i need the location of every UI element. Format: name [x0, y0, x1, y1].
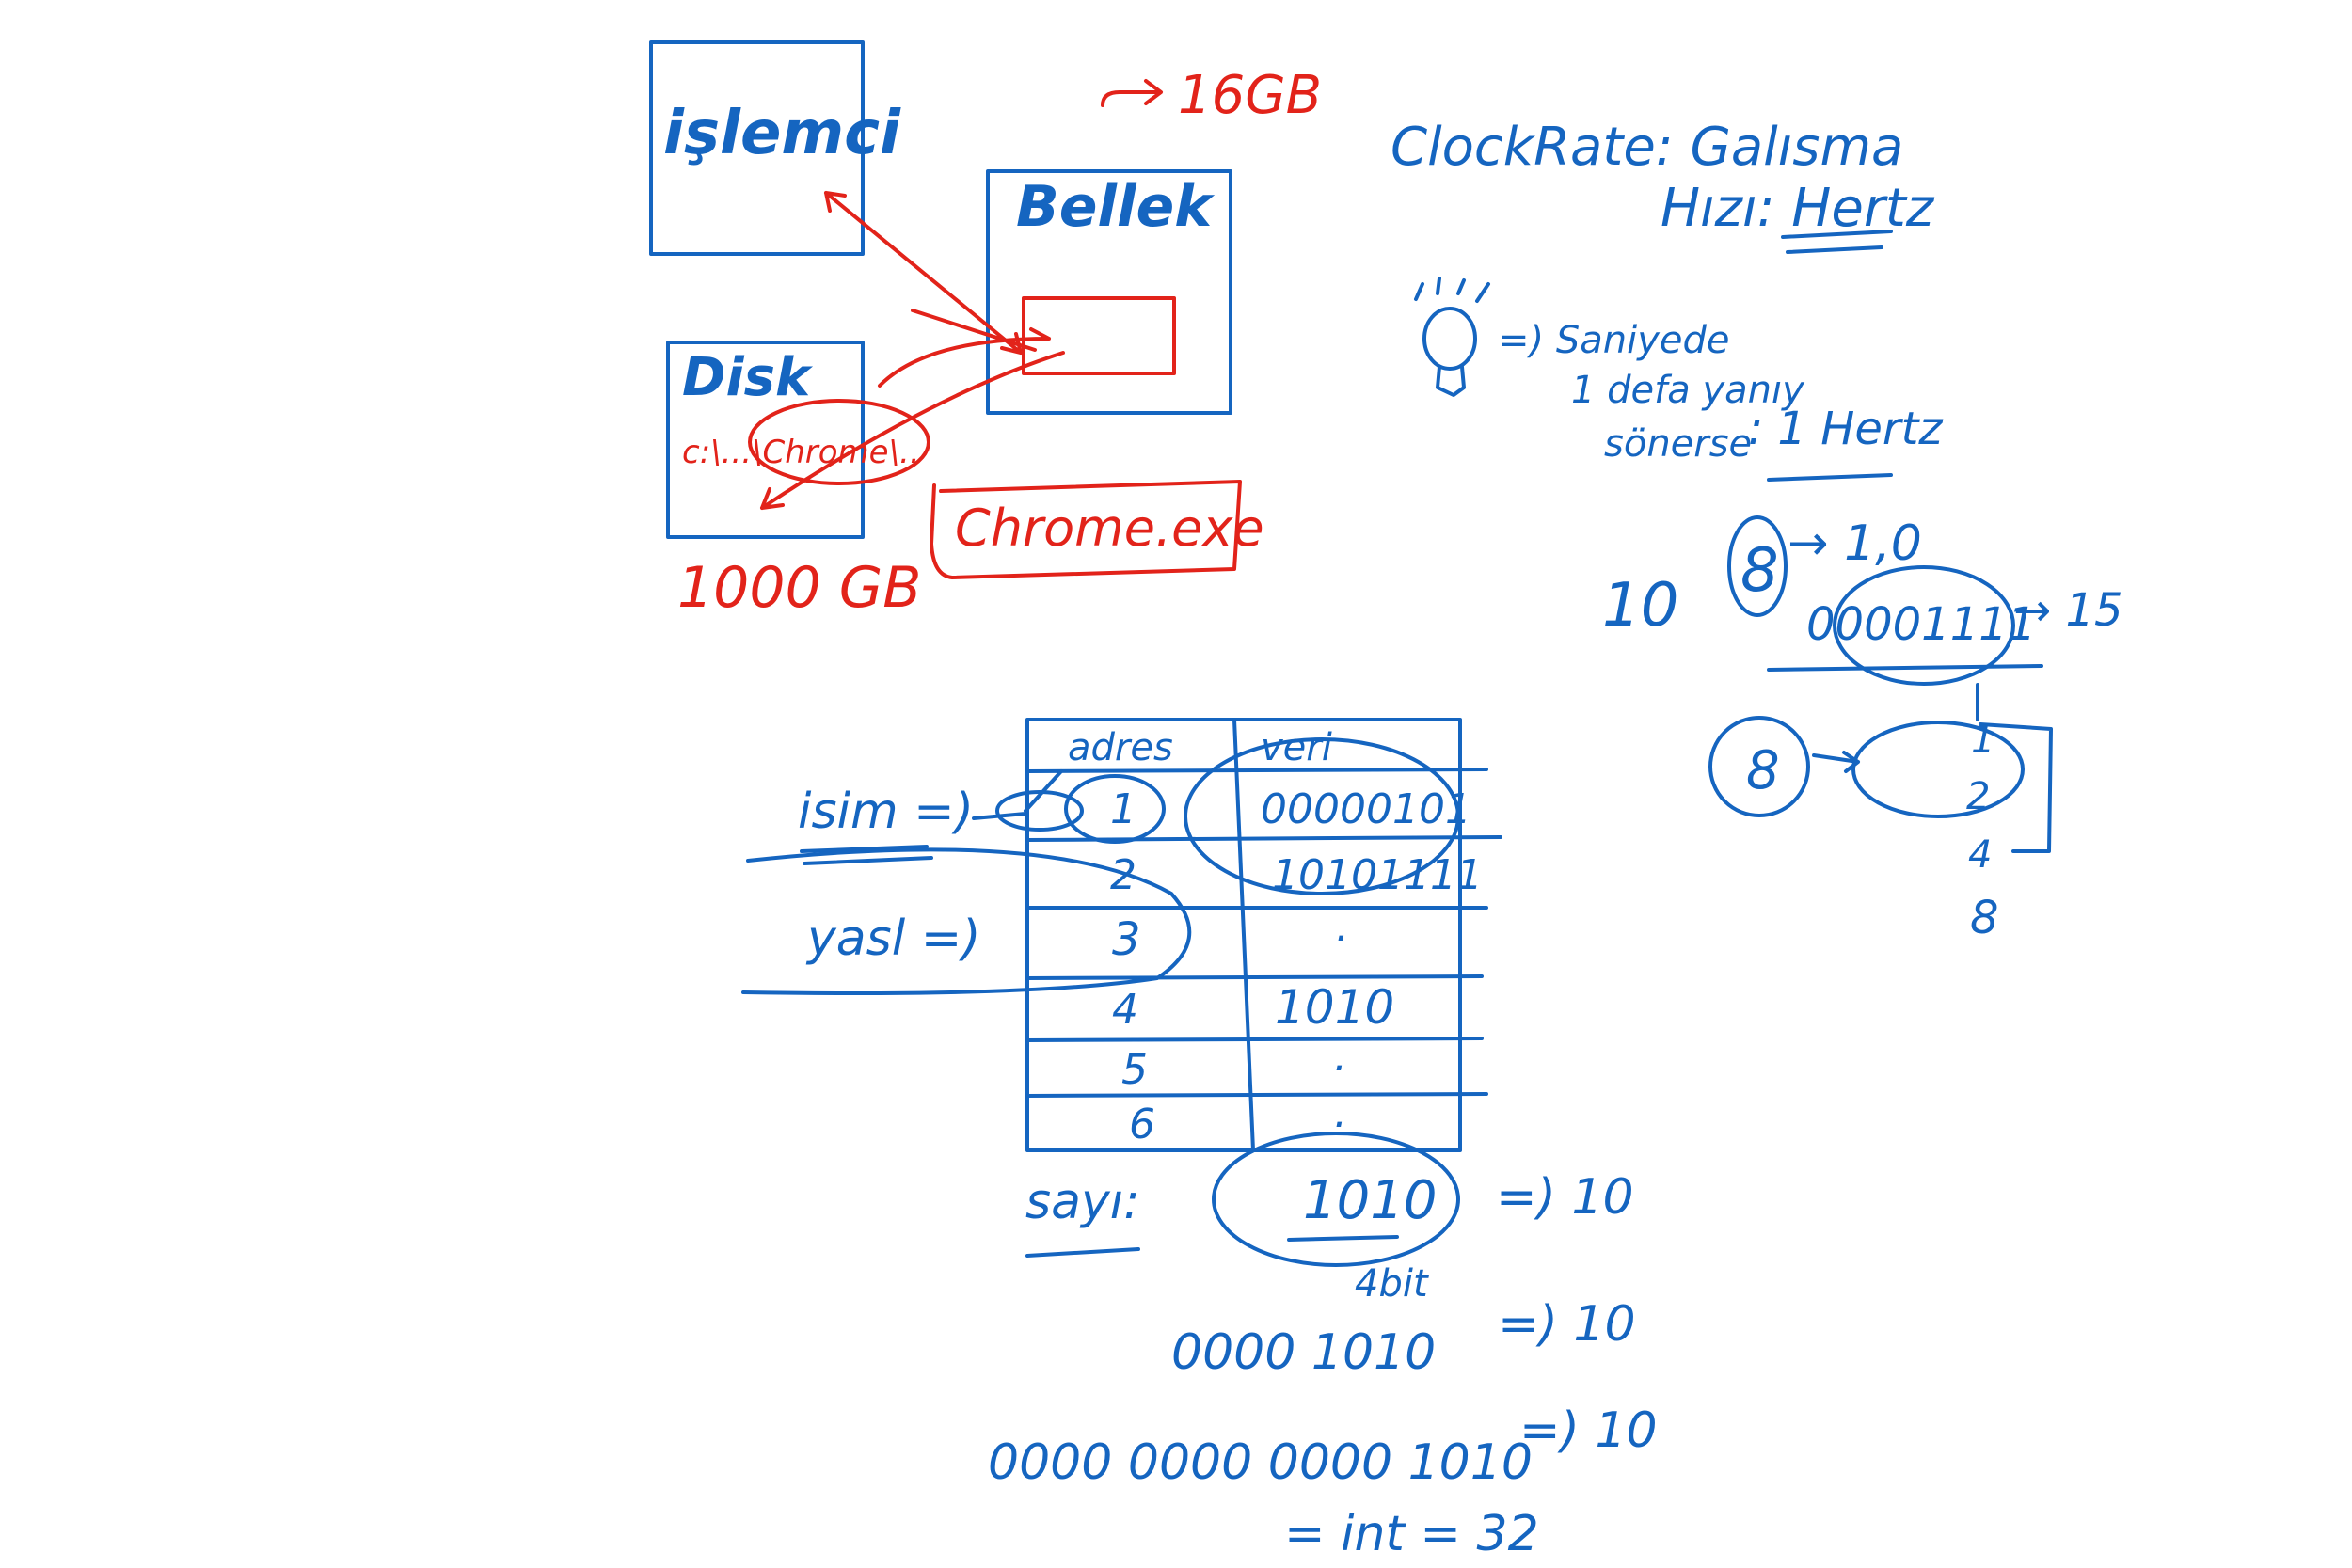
sum-circle — [1851, 721, 2025, 818]
cpu-label: işlemci — [663, 99, 901, 168]
table-header-address: adres — [1068, 726, 1173, 769]
yas-label: yasl =) — [805, 911, 981, 967]
data-row1-circle — [1184, 737, 1460, 895]
cpu-box — [649, 40, 865, 256]
table-row-3-addr: 3 — [1112, 913, 1141, 966]
fifteen: → 15 — [2013, 584, 2123, 637]
yas-loop — [741, 847, 1192, 995]
bulb-desc-2: 1 defa yanıy — [1571, 369, 1805, 412]
disk-box — [666, 341, 865, 539]
byte-value: 00001111 — [1806, 598, 2036, 651]
result-3: =) 10 — [1519, 1402, 1658, 1459]
isim-pointer-line — [972, 769, 1063, 820]
table-row-1-addr: 1 — [1110, 785, 1136, 833]
one-hertz-underline — [1767, 473, 1893, 482]
memory-size: 16GB — [1178, 65, 1322, 126]
eight-circle-b — [1708, 716, 1810, 817]
isim-label: isim =) — [798, 784, 974, 840]
bulb-desc-1: =) Saniyede — [1498, 319, 1729, 362]
sum-connector — [1976, 683, 2053, 853]
value-ten: 10 — [1602, 571, 1678, 641]
eight-b-arrow — [1812, 751, 1860, 773]
one-hertz: : 1 Hertz — [1748, 403, 1944, 455]
eight-circle-a — [1727, 515, 1788, 617]
lightbulb-icon — [1414, 277, 1490, 397]
disk-memory-arrow — [878, 309, 1051, 388]
clock-line2: Hızı: Hertz — [1661, 178, 1935, 239]
table-row-5-val: . — [1334, 1033, 1347, 1081]
bit-note: 4bit — [1355, 1262, 1429, 1306]
table-row-3-val: . — [1336, 903, 1349, 951]
eight-a: 8 — [1740, 536, 1779, 606]
sayi-value: 1010 — [1303, 1170, 1438, 1231]
result-2: =) 10 — [1498, 1296, 1636, 1353]
table-row-1-val: 00000101 — [1261, 785, 1471, 833]
sayi-circle — [1212, 1132, 1460, 1267]
table-row-4-val: 1010 — [1275, 980, 1394, 1035]
disk-label: Disk — [682, 347, 814, 408]
table-header-data: veri — [1261, 726, 1332, 769]
padded-32bit: 0000 0000 0000 1010 — [988, 1434, 1533, 1491]
memory-size-arrow — [1101, 79, 1163, 107]
memory-table — [1025, 718, 1502, 1152]
isim-underline — [800, 845, 933, 865]
table-row-5-addr: 5 — [1121, 1046, 1148, 1094]
bulb-desc-3: sönerse — [1604, 422, 1752, 466]
seq-8: 8 — [1970, 892, 1999, 944]
cpu-memory-arrow — [824, 191, 1023, 355]
memory-slot — [1022, 296, 1176, 375]
sayi-value-underline — [1287, 1235, 1399, 1242]
eight-b: 8 — [1746, 740, 1780, 801]
exe-bracket — [930, 480, 1242, 579]
table-row-6-val: . — [1334, 1089, 1347, 1137]
memory-box — [986, 169, 1232, 415]
byte-circle — [1833, 565, 2015, 686]
sayi-label: sayı: — [1025, 1174, 1140, 1230]
result-1: =) 10 — [1496, 1169, 1634, 1226]
padded-8bit: 0000 1010 — [1171, 1324, 1436, 1381]
seq-1: 1 — [1971, 719, 1994, 762]
addr-row1-circle — [1064, 774, 1166, 844]
byte-underline — [1767, 664, 2043, 672]
sayi-underline — [1025, 1247, 1140, 1258]
memory-label: Bellek — [1016, 174, 1215, 240]
int-label: = int = 32 — [1284, 1506, 1539, 1562]
disk-path-circle — [748, 399, 930, 485]
clock-line1: ClockRate: Galısma — [1391, 117, 1903, 178]
seq-2: 2 — [1966, 775, 1990, 818]
table-row-2-val: 10101111 — [1272, 851, 1483, 899]
disk-size: 1000 GB — [677, 555, 921, 621]
table-row-4-addr: 4 — [1112, 986, 1138, 1034]
hertz-underline — [1781, 230, 1893, 254]
one-zero: → 1,0 — [1788, 515, 1922, 572]
table-row-6-addr: 6 — [1129, 1101, 1155, 1148]
seq-4: 4 — [1968, 833, 1992, 877]
exe-name: Chrome.exe — [955, 499, 1264, 558]
isim-pointer-circle — [995, 790, 1084, 832]
memory-disk-arrow — [760, 351, 1065, 510]
disk-path: c:\...\Chrome\.. — [682, 434, 920, 471]
